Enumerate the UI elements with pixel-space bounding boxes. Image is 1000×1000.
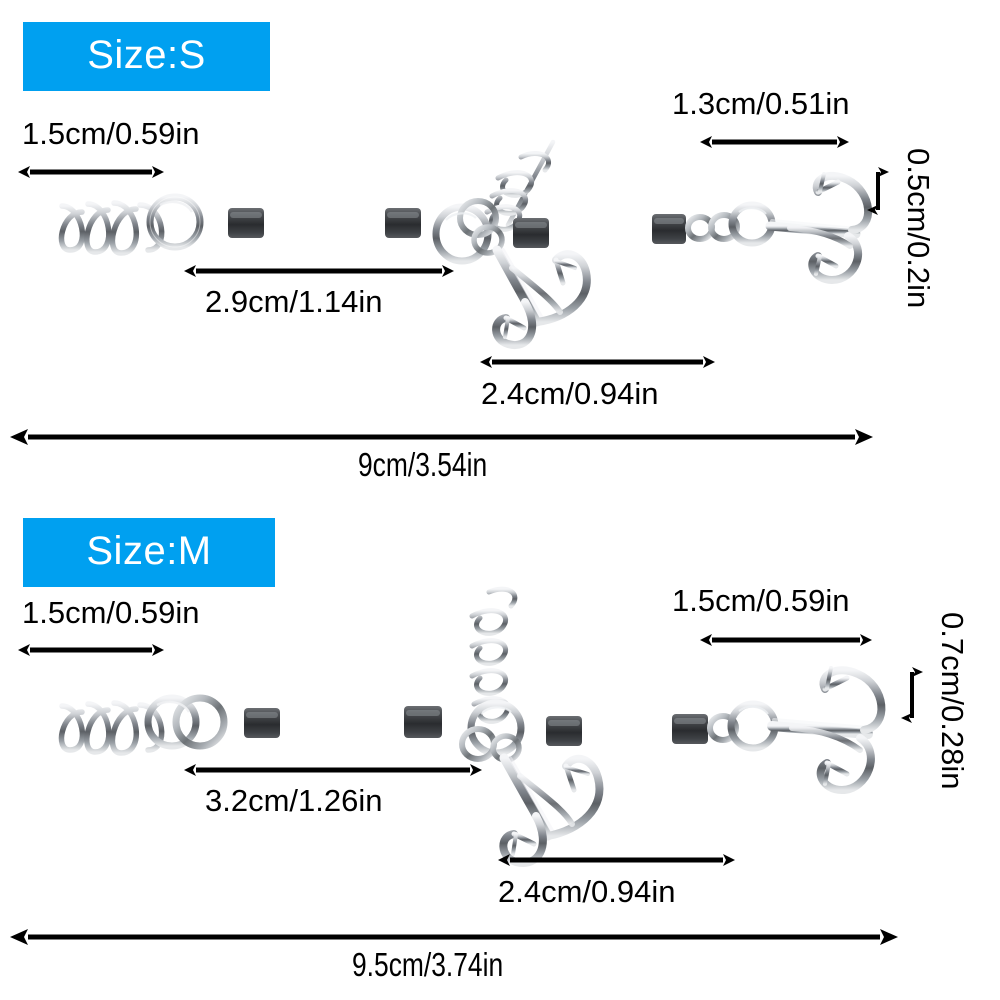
label-mid-hook-m: 2.4cm/0.94in xyxy=(498,874,676,909)
rig-illustration-s xyxy=(40,139,872,350)
label-front-span-s: 2.9cm/1.14in xyxy=(205,284,383,319)
label-screw-m: 1.5cm/0.59in xyxy=(22,595,200,630)
split-ring-cluster-m-front xyxy=(144,694,228,750)
crimp-sleeve-m-3 xyxy=(546,716,582,746)
size-s-panel: Size:S 1.5cm/0.59in 2.9cm/1.14in 2.4cm/0… xyxy=(10,22,936,483)
crimp-sleeve-m-4 xyxy=(672,714,708,744)
size-m-panel: Size:M 1.5cm/0.59in 3.2cm/1.26in 2.4cm/0… xyxy=(0,500,1000,1000)
label-total-length-m: 9.5cm/3.74in xyxy=(352,946,504,983)
corkscrew-spring-m xyxy=(25,700,183,756)
crimp-sleeve-m-2 xyxy=(404,706,442,738)
label-rear-hook-m: 1.5cm/0.59in xyxy=(672,583,850,618)
size-badge-s: Size:S xyxy=(23,22,270,91)
split-ring-s-1 xyxy=(146,193,204,251)
rig-illustration-m xyxy=(25,582,886,867)
crimp-sleeve-s-3 xyxy=(513,218,549,248)
label-hook-gap-s: 0.5cm/0.2in xyxy=(901,148,936,309)
label-rear-hook-s: 1.3cm/0.51in xyxy=(672,86,850,121)
crimp-sleeve-s-2 xyxy=(385,208,421,238)
treble-hook-middle-s xyxy=(492,245,591,350)
connector-rings-s xyxy=(685,201,776,247)
split-ring-cluster-s xyxy=(432,198,505,265)
center-screw-pin-m xyxy=(469,582,518,728)
label-screw-s: 1.5cm/0.59in xyxy=(22,116,200,151)
treble-hook-middle-m xyxy=(499,753,604,867)
connector-rings-m xyxy=(707,700,779,752)
label-front-span-m: 3.2cm/1.26in xyxy=(205,783,383,818)
label-mid-hook-s: 2.4cm/0.94in xyxy=(481,376,659,411)
label-total-length-s: 9cm/3.54in xyxy=(358,446,488,483)
size-badge-m: Size:M xyxy=(23,518,275,587)
crimp-sleeve-s-4 xyxy=(652,214,686,244)
treble-hook-rear-m xyxy=(767,666,886,795)
label-hook-gap-m: 0.7cm/0.28in xyxy=(935,612,970,790)
crimp-sleeve-m-1 xyxy=(244,708,280,738)
crimp-sleeve-s-1 xyxy=(228,208,264,238)
treble-hook-rear-s xyxy=(765,171,872,285)
